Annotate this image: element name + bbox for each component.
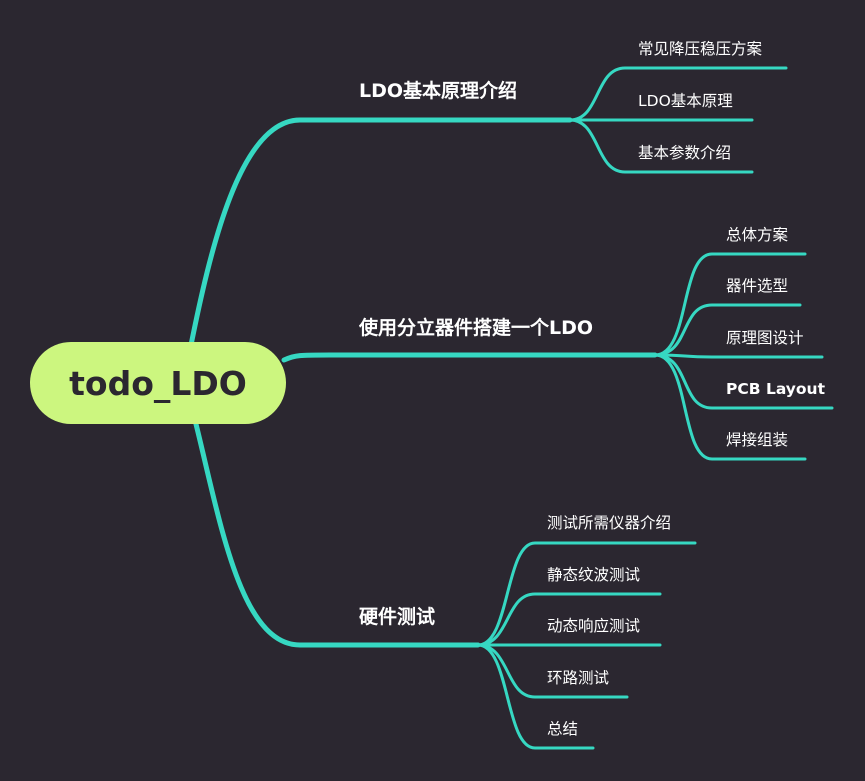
leaf-schematic-design[interactable]: 原理图设计 xyxy=(726,329,804,347)
connector-branch-2-leaf-1 xyxy=(653,252,807,357)
connector-branch-3-leaf-2 xyxy=(476,592,662,647)
leaf-summary[interactable]: 总结 xyxy=(547,720,579,738)
root-node[interactable]: todo_LDO xyxy=(30,342,286,424)
connector-root-branch-2 xyxy=(281,352,658,363)
leaf-test-instruments[interactable]: 测试所需仪器介绍 xyxy=(547,514,672,532)
connector-branch-1-leaf-1 xyxy=(568,66,788,122)
branch-hardware-test[interactable]: 硬件测试 xyxy=(359,606,436,628)
leaf-pcb-layout[interactable]: PCB Layout xyxy=(726,380,826,398)
leaf-component-selection[interactable]: 器件选型 xyxy=(726,277,789,295)
connector-branch-3-leaf-5 xyxy=(476,643,595,750)
leaf-static-ripple-test[interactable]: 静态纹波测试 xyxy=(547,566,641,584)
connector-branch-2-leaf-5 xyxy=(653,353,807,461)
connector-root-branch-1 xyxy=(187,117,573,353)
connector-branch-2-leaf-2 xyxy=(653,303,802,357)
leaf-common-buck-schemes[interactable]: 常见降压稳压方案 xyxy=(638,40,763,58)
leaf-overall-scheme[interactable]: 总体方案 xyxy=(726,226,789,244)
leaf-dynamic-response-test[interactable]: 动态响应测试 xyxy=(547,617,641,635)
leaf-basic-params[interactable]: 基本参数介绍 xyxy=(638,144,732,162)
leaf-loop-test[interactable]: 环路测试 xyxy=(547,669,610,687)
connector-branch-1-leaf-3 xyxy=(568,118,754,174)
connector-root-branch-3 xyxy=(192,417,481,648)
connector-branch-3-leaf-1 xyxy=(476,541,697,647)
leaf-ldo-basic-principle[interactable]: LDO基本原理 xyxy=(638,92,733,110)
branch-ldo-principle[interactable]: LDO基本原理介绍 xyxy=(359,80,518,102)
leaf-soldering-assembly[interactable]: 焊接组装 xyxy=(726,431,789,449)
connector-branch-2-leaf-3 xyxy=(653,353,824,359)
branch-discrete-ldo[interactable]: 使用分立器件搭建一个LDO xyxy=(359,317,594,339)
